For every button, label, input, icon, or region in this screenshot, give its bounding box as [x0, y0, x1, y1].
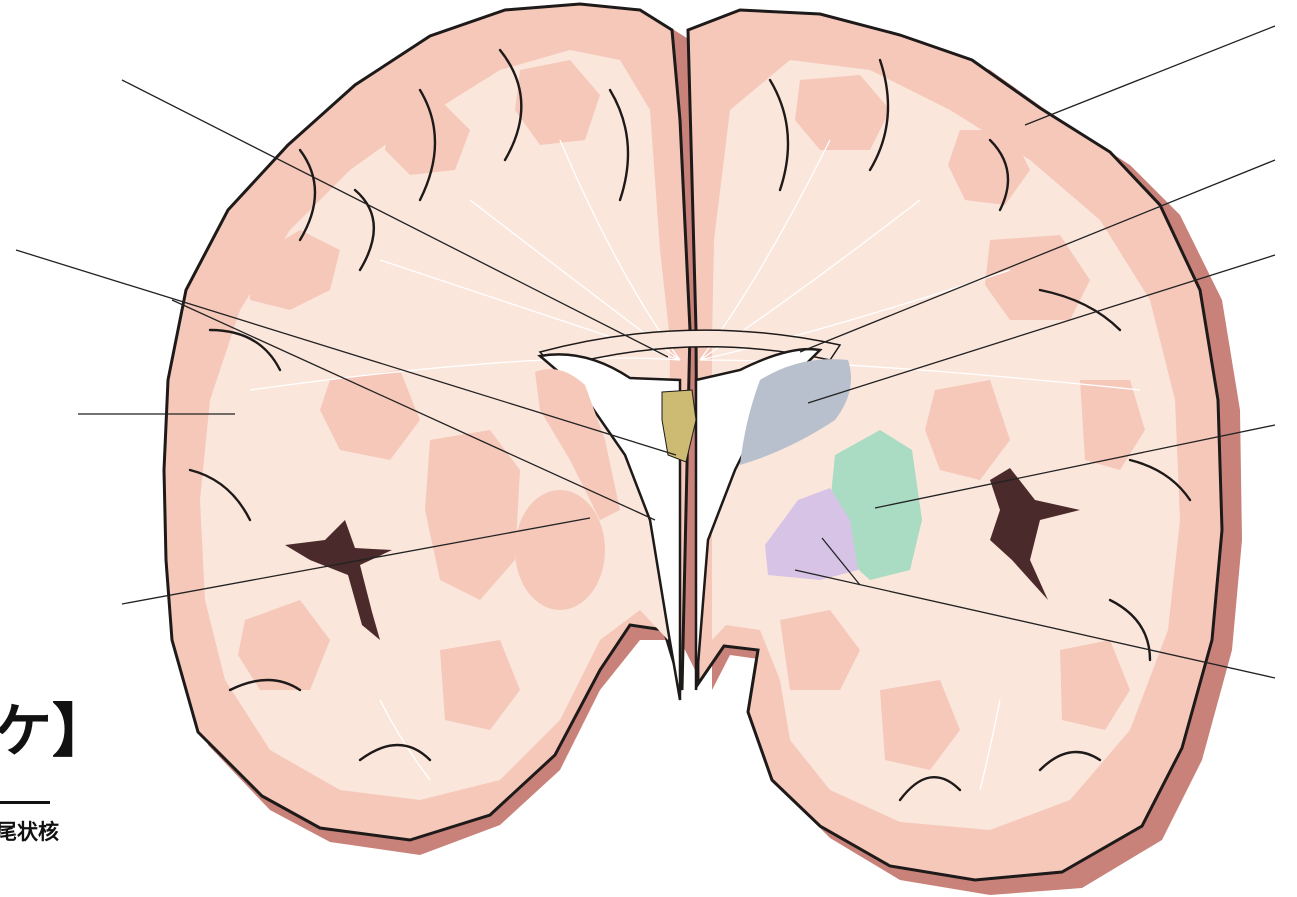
- left-globus-pallidus: [515, 490, 605, 610]
- title-fragment: ケ】: [0, 702, 110, 760]
- caption-fragment: 尾状核: [0, 822, 59, 843]
- title-underline: [0, 801, 50, 804]
- leader-line: [1025, 26, 1275, 125]
